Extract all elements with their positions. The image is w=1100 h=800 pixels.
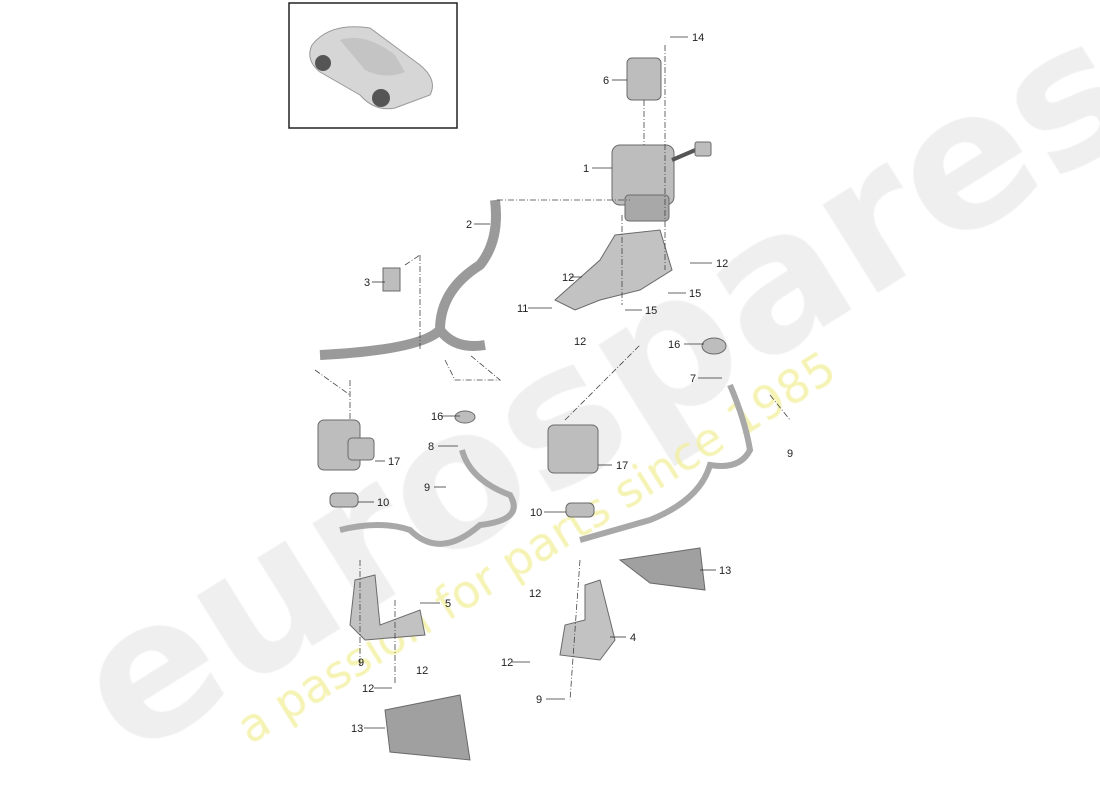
callout-12[interactable]: 12 xyxy=(562,272,582,284)
callout-number: 7 xyxy=(690,373,696,385)
callout-number: 12 xyxy=(362,683,374,695)
callout-number: 8 xyxy=(428,441,434,453)
callout-14[interactable]: 14 xyxy=(670,32,704,44)
part-16-gasket-top[interactable] xyxy=(701,337,727,355)
callout-12[interactable]: 12 xyxy=(501,657,530,669)
callout-2[interactable]: 2 xyxy=(466,219,490,231)
callout-4[interactable]: 4 xyxy=(610,632,636,644)
callout-1[interactable]: 1 xyxy=(583,163,612,175)
callout-number: 15 xyxy=(689,288,701,300)
callout-number: 2 xyxy=(466,219,472,231)
callout-number: 14 xyxy=(692,32,704,44)
callout-10[interactable]: 10 xyxy=(358,497,389,509)
callout-number: 12 xyxy=(562,272,574,284)
callout-11[interactable]: 11 xyxy=(517,303,552,315)
callout-number: 1 xyxy=(583,163,589,175)
callout-number: 13 xyxy=(719,565,731,577)
callout-number: 11 xyxy=(517,303,528,315)
callout-number: 16 xyxy=(668,339,680,351)
callout-number: 17 xyxy=(616,460,628,472)
callout-5[interactable]: 5 xyxy=(420,598,451,610)
car-thumbnail xyxy=(309,26,433,110)
part-6-cover[interactable] xyxy=(626,57,662,101)
callout-number: 10 xyxy=(377,497,389,509)
callout-13[interactable]: 13 xyxy=(351,723,385,735)
callout-number: 10 xyxy=(530,507,542,519)
callout-13[interactable]: 13 xyxy=(700,565,731,577)
callout-number: 9 xyxy=(787,448,793,460)
part-17-valve-right[interactable] xyxy=(547,424,599,474)
part-11-bracket[interactable] xyxy=(554,229,673,311)
parts xyxy=(317,57,754,761)
callout-12[interactable]: 12 xyxy=(529,588,541,600)
callout-number: 4 xyxy=(630,632,636,644)
callout-17[interactable]: 17 xyxy=(598,460,628,472)
callout-number: 12 xyxy=(716,258,728,270)
part-10-gasket-left[interactable] xyxy=(329,492,359,508)
callout-9[interactable]: 9 xyxy=(536,694,565,706)
callout-10[interactable]: 10 xyxy=(530,507,566,519)
callout-16[interactable]: 16 xyxy=(431,411,460,423)
callout-12[interactable]: 12 xyxy=(574,336,586,348)
assembly-lines xyxy=(314,45,791,701)
callout-number: 3 xyxy=(364,277,370,289)
callout-number: 15 xyxy=(645,305,657,317)
callout-number: 12 xyxy=(501,657,513,669)
callout-8[interactable]: 8 xyxy=(428,441,458,453)
callout-number: 9 xyxy=(536,694,542,706)
part-4-bracket[interactable] xyxy=(559,579,616,661)
part-10-gasket-right[interactable] xyxy=(565,502,595,518)
callout-12[interactable]: 12 xyxy=(416,665,428,677)
callout-number: 12 xyxy=(529,588,541,600)
callout-9[interactable]: 9 xyxy=(424,482,446,494)
callout-15[interactable]: 15 xyxy=(625,305,657,317)
callout-17[interactable]: 17 xyxy=(375,456,400,468)
part-17-valve-left[interactable] xyxy=(317,419,375,471)
callout-12[interactable]: 12 xyxy=(690,258,728,270)
part-3-clip[interactable] xyxy=(382,267,401,292)
callout-12[interactable]: 12 xyxy=(362,683,392,695)
callout-number: 9 xyxy=(358,657,364,669)
callout-number: 13 xyxy=(351,723,363,735)
part-16-gasket-mid[interactable] xyxy=(454,410,476,424)
callout-9[interactable]: 9 xyxy=(358,657,364,669)
part-1-air-pump[interactable] xyxy=(611,141,712,222)
part-7-pipe[interactable] xyxy=(579,383,754,543)
callout-15[interactable]: 15 xyxy=(668,288,701,300)
part-2-hose[interactable] xyxy=(319,199,501,360)
callout-number: 12 xyxy=(574,336,586,348)
callout-3[interactable]: 3 xyxy=(364,277,385,289)
callout-number: 9 xyxy=(424,482,430,494)
callout-number: 12 xyxy=(416,665,428,677)
callout-6[interactable]: 6 xyxy=(603,75,627,87)
callout-7[interactable]: 7 xyxy=(690,373,722,385)
part-5-bracket[interactable] xyxy=(349,574,426,641)
callout-9[interactable]: 9 xyxy=(787,448,793,460)
part-8-pipe[interactable] xyxy=(339,449,517,547)
part-13-heat-shield-left[interactable] xyxy=(384,694,471,761)
part-13-heat-shield-right[interactable] xyxy=(618,547,706,591)
callout-number: 17 xyxy=(388,456,400,468)
callout-number: 16 xyxy=(431,411,443,423)
callout-number: 5 xyxy=(445,598,451,610)
callout-number: 6 xyxy=(603,75,609,87)
callout-16[interactable]: 16 xyxy=(668,339,704,351)
